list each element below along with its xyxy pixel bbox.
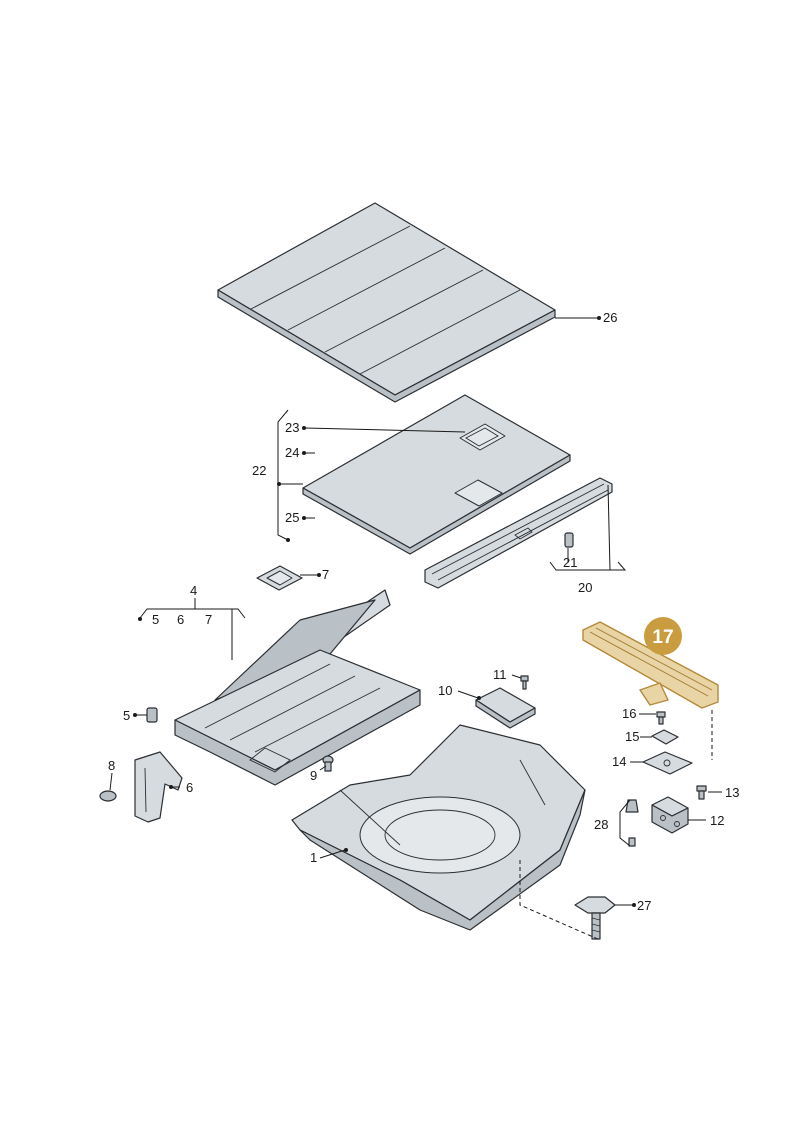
callout-22[interactable]: 22: [252, 463, 266, 478]
callout-16[interactable]: 16: [622, 706, 636, 721]
part-8-nut[interactable]: [99, 790, 117, 802]
callout-6[interactable]: 6: [186, 780, 193, 795]
callout-6-group[interactable]: 6: [177, 612, 184, 627]
callout-5[interactable]: 5: [123, 708, 130, 723]
part-21-clip[interactable]: [564, 532, 574, 548]
part-14-plate[interactable]: [642, 751, 693, 775]
callout-1[interactable]: 1: [310, 850, 317, 865]
callout-4[interactable]: 4: [190, 583, 197, 598]
callout-14[interactable]: 14: [612, 754, 626, 769]
part-13-screw[interactable]: [696, 785, 707, 800]
part-15-clip[interactable]: [651, 729, 679, 745]
callout-27[interactable]: 27: [637, 898, 651, 913]
part-16-screw[interactable]: [656, 711, 666, 725]
callout-8[interactable]: 8: [108, 758, 115, 773]
callout-28[interactable]: 28: [594, 817, 608, 832]
callout-23[interactable]: 23: [285, 420, 299, 435]
callout-12[interactable]: 12: [710, 813, 724, 828]
part-17-rail[interactable]: [582, 621, 719, 709]
callout-9[interactable]: 9: [310, 768, 317, 783]
part-7-grommet[interactable]: [256, 565, 303, 591]
part-4-storage-tray[interactable]: [174, 589, 421, 786]
part-26-floor-panel[interactable]: [217, 202, 556, 403]
part-27-bolt[interactable]: [574, 896, 616, 940]
highlight-badge-17[interactable]: 17: [644, 617, 682, 655]
part-20-sill-trim[interactable]: [424, 477, 613, 589]
leader-lines: [109, 316, 722, 941]
callout-10[interactable]: 10: [438, 683, 452, 698]
part-11-screw[interactable]: [520, 675, 529, 690]
callout-21[interactable]: 21: [563, 555, 577, 570]
callout-11[interactable]: 11: [493, 667, 507, 682]
callout-7-group[interactable]: 7: [205, 612, 212, 627]
part-10-bracket[interactable]: [475, 687, 536, 729]
part-22-floor-cover[interactable]: [302, 394, 571, 555]
highlight-badge-label: 17: [652, 627, 673, 648]
callout-7-top[interactable]: 7: [322, 567, 329, 582]
part-23-handle[interactable]: [459, 423, 506, 451]
callout-15[interactable]: 15: [625, 729, 639, 744]
callout-24[interactable]: 24: [285, 445, 299, 460]
part-1-spare-wheel-well[interactable]: [291, 724, 586, 931]
callout-20[interactable]: 20: [578, 580, 592, 595]
callout-26[interactable]: 26: [603, 310, 617, 325]
part-6-strap[interactable]: [134, 751, 183, 823]
part-5-clip[interactable]: [146, 707, 158, 723]
part-9-clip[interactable]: [322, 755, 334, 772]
part-12-lock-block[interactable]: [651, 796, 689, 834]
callout-25[interactable]: 25: [285, 510, 299, 525]
part-28-screw-set[interactable]: [625, 799, 639, 847]
callout-labels: 26 23 24 22 25 7 21 20 4 5 6 7 5 8 6 9 1…: [108, 310, 739, 913]
callout-13[interactable]: 13: [725, 785, 739, 800]
callout-5-group[interactable]: 5: [152, 612, 159, 627]
